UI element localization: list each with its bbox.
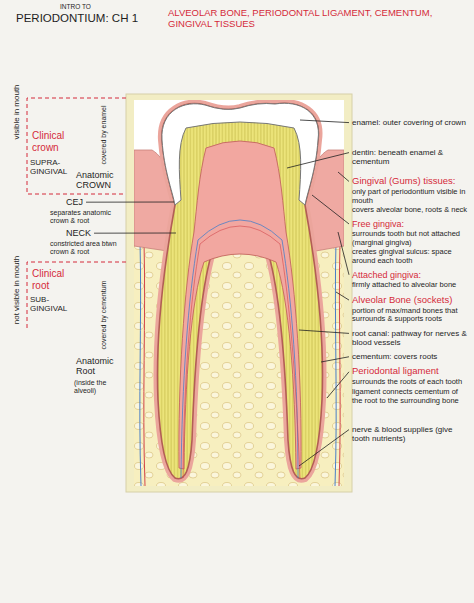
region-label: Anatomic CROWN: [76, 170, 124, 191]
picture-ground: [134, 100, 344, 486]
pulp: [179, 141, 301, 469]
part-heading: Gingival (Gums) tissues:: [352, 176, 468, 187]
leader-line: [300, 120, 349, 123]
subtitle: ALVEOLAR BONE, PERIODONTAL LIGAMENT, CEM…: [168, 8, 468, 30]
tooth-cross-section: [134, 100, 344, 486]
side-note: not visible in mouth: [12, 256, 21, 324]
part-note: constricted area btwn crown & root: [50, 240, 122, 256]
leader-line: [312, 195, 349, 224]
region-bracket: [27, 262, 126, 330]
region-bracket: [27, 98, 126, 194]
nerve: [181, 220, 298, 478]
vein: [335, 240, 336, 486]
artery: [144, 240, 145, 486]
part-label: root canal: pathway for nerves & blood v…: [352, 329, 468, 347]
part-heading: Free gingiva:: [352, 219, 468, 229]
leader-line: [327, 372, 349, 398]
part-note: separates anatomic crown & root: [50, 209, 122, 225]
part-note: covers alveolar bone, roots & neck: [352, 206, 468, 215]
leader-line: [299, 330, 349, 333]
region-note: SUPRA-GINGIVAL: [30, 158, 78, 176]
part-note: firmly attached to alveolar bone: [352, 281, 468, 290]
laminated-card: [126, 94, 352, 492]
leader-line: [321, 357, 349, 362]
part-note: surrounds the roots of each tooth: [352, 378, 468, 387]
part-label: NECK: [66, 228, 91, 238]
dentin: [157, 103, 322, 478]
part-note: creates gingival sulcus: space around ea…: [352, 248, 468, 265]
part-note: ligament connects cementum of the root t…: [352, 388, 468, 405]
region-label: Clinical root: [32, 268, 76, 291]
part-note: surrounds tooth but not attached (margin…: [352, 230, 468, 247]
part-label: dentin: beneath enamel & cementum: [352, 148, 468, 166]
page-title: PERIODONTIUM: CH 1: [16, 12, 138, 25]
vein: [140, 240, 141, 486]
part-note: portion of max/mand bones that surrounds…: [352, 307, 468, 324]
leader-line: [86, 202, 174, 203]
region-note: SUB-GINGIVAL: [30, 295, 78, 313]
leader-line: [94, 233, 176, 234]
region-note: (inside the alveoli): [74, 379, 126, 395]
part-label: enamel: outer covering of crown: [352, 118, 468, 127]
part-heading: Attached gingiva:: [352, 270, 468, 280]
periodontal-ligament: [157, 103, 322, 478]
part-label: nerve & blood supplies (give tooth nutri…: [352, 425, 468, 443]
side-note: visible in mouth: [12, 84, 21, 139]
part-note: only part of periodontium visible in mou…: [352, 188, 468, 205]
blood-vessel: [183, 226, 300, 478]
side-note: covered by enamel: [100, 105, 108, 164]
side-note: covered by cementum: [100, 281, 108, 350]
region-label: Anatomic Root: [76, 356, 124, 377]
header-note: INTRO TO: [60, 3, 91, 10]
part-heading: Alveolar Bone (sockets): [352, 295, 468, 306]
part-heading: Periodontal ligament: [352, 366, 468, 377]
leader-line: [287, 153, 349, 168]
part-label: CEJ: [66, 197, 83, 207]
leader-line: [338, 232, 349, 275]
leader-line: [299, 430, 349, 466]
region-label: Clinical crown: [32, 130, 76, 153]
artery: [339, 240, 340, 486]
leader-line: [336, 292, 349, 300]
leader-line: [338, 172, 349, 181]
part-label: cementum: covers roots: [352, 352, 468, 361]
